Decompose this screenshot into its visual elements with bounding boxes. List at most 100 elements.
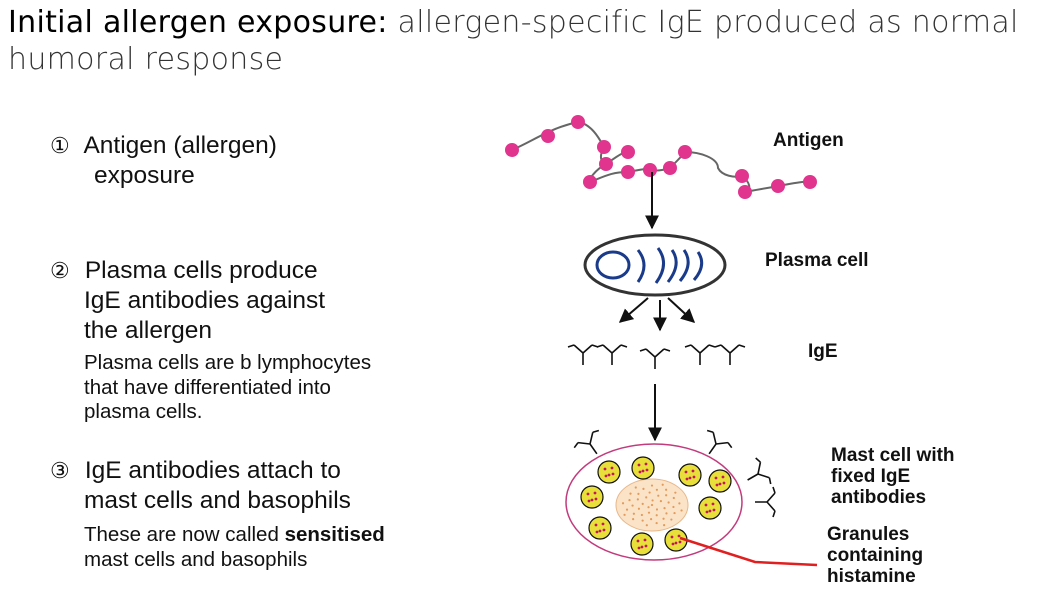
- ige-free-antibodies: [567, 344, 746, 369]
- core-granule-dots: [621, 483, 683, 527]
- core-dot: [674, 491, 677, 494]
- step-3: ③ IgE antibodies attach to mast cells an…: [50, 456, 351, 516]
- core-dot: [665, 494, 668, 497]
- core-dot: [631, 504, 634, 507]
- antigen-bead: [738, 185, 752, 199]
- core-dot: [625, 508, 629, 511]
- granule: [678, 463, 702, 487]
- granule: [588, 516, 612, 540]
- step-2-line-1: Plasma cells produce: [84, 257, 318, 284]
- step-2-number: ②: [50, 258, 70, 283]
- step-2-note-line-1: Plasma cells are b lymphocytes: [84, 351, 372, 374]
- step-3-note-line-2: mast cells and basophils: [84, 547, 308, 571]
- antigen-bead: [678, 145, 692, 159]
- label-antigen: Antigen: [773, 130, 844, 151]
- core-dot: [645, 524, 648, 527]
- ige-antibody: [714, 344, 746, 365]
- antigen-bead: [621, 165, 635, 179]
- core-dot: [672, 505, 675, 509]
- core-dot: [665, 488, 668, 491]
- ige-antibody: [684, 344, 716, 365]
- core-dot: [663, 507, 666, 510]
- core-dot: [650, 518, 653, 521]
- core-dot: [637, 492, 640, 495]
- granule: [708, 469, 732, 493]
- core-dot: [655, 521, 658, 525]
- core-dot: [662, 517, 665, 520]
- antigen-bead: [505, 143, 519, 157]
- step-3-line-2: mast cells and basophils: [84, 487, 351, 514]
- core-dot: [623, 513, 626, 516]
- antigen-bead: [571, 115, 585, 129]
- antigen-bead: [771, 179, 785, 193]
- step-2-line-2: IgE antibodies against: [84, 287, 326, 314]
- core-dot: [648, 491, 651, 494]
- core-dot: [640, 513, 643, 517]
- step-3-note-bold: sensitised: [284, 523, 385, 546]
- core-dot: [636, 498, 639, 501]
- core-dot: [655, 488, 658, 491]
- fan-arrows: [618, 297, 696, 332]
- label-mast-cell-line-3: antibodies: [831, 487, 927, 508]
- core-dot: [680, 509, 683, 512]
- label-granules-line-3: histamine: [827, 566, 916, 587]
- core-dot: [659, 500, 662, 503]
- plasma-cell-nucleus: [595, 247, 704, 284]
- antigen-bead: [583, 175, 597, 189]
- antigen-bead: [803, 175, 817, 189]
- label-ige: IgE: [808, 341, 838, 362]
- core-dot: [650, 484, 654, 487]
- antigen-beads: [505, 115, 817, 199]
- core-dot: [678, 502, 681, 505]
- ige-antibody: [706, 429, 733, 455]
- step-2-note: Plasma cells are b lymphocytes that have…: [84, 351, 371, 425]
- title-rest: allergen-specific IgE produced as normal…: [8, 5, 1019, 77]
- ige-attached-antibodies: [573, 429, 776, 518]
- antigen-bead: [643, 163, 657, 177]
- step-3-line-1: IgE antibodies attach to: [84, 457, 341, 484]
- step-3-number: ③: [50, 458, 70, 483]
- antigen-bead: [663, 161, 677, 175]
- step-3-note-line-1a: These are now called: [84, 523, 285, 546]
- nucleus-arc-3: [666, 249, 678, 283]
- label-plasma-cell: Plasma cell: [765, 250, 869, 271]
- core-dot: [632, 518, 635, 521]
- label-granules-line-2: containing: [827, 545, 924, 566]
- label-granules: Granules containing histamine: [827, 524, 923, 587]
- granule: [698, 496, 722, 520]
- core-dot: [650, 503, 654, 507]
- antigen-bead: [735, 169, 749, 183]
- granule-pointer-line: [679, 536, 818, 567]
- fan-arrow-right: [667, 297, 696, 323]
- antigen-bead: [597, 140, 611, 154]
- core-dot: [657, 494, 660, 497]
- ige-antibody: [567, 344, 599, 365]
- granule: [630, 532, 654, 556]
- core-dot: [655, 508, 659, 511]
- core-dot: [632, 512, 635, 515]
- nucleus-arc-4: [678, 249, 690, 282]
- ige-antibody: [755, 486, 776, 518]
- antigen-chain-path: [511, 120, 811, 193]
- step-2: ② Plasma cells produce IgE antibodies ag…: [50, 256, 325, 346]
- label-mast-cell-line-2: fixed IgE: [831, 466, 911, 487]
- mast-cell: [565, 443, 743, 561]
- nucleus-arc-1: [636, 249, 646, 283]
- step-2-line-3: the allergen: [84, 317, 213, 344]
- core-dot: [641, 502, 644, 505]
- core-dot: [621, 502, 625, 505]
- antigen-bead: [621, 145, 635, 159]
- core-dot: [667, 501, 670, 504]
- step-2-note-line-3: plasma cells.: [84, 400, 203, 423]
- step-1-number: ①: [50, 133, 70, 158]
- nucleus-core: [595, 250, 631, 280]
- core-dot: [645, 496, 648, 499]
- core-dot: [642, 487, 645, 490]
- step-1-line-2: exposure: [94, 162, 195, 189]
- core-dot: [673, 511, 676, 515]
- core-dot: [665, 512, 668, 515]
- nucleus-arc-2: [654, 247, 665, 284]
- core-dot: [634, 486, 637, 489]
- core-dot: [661, 483, 664, 486]
